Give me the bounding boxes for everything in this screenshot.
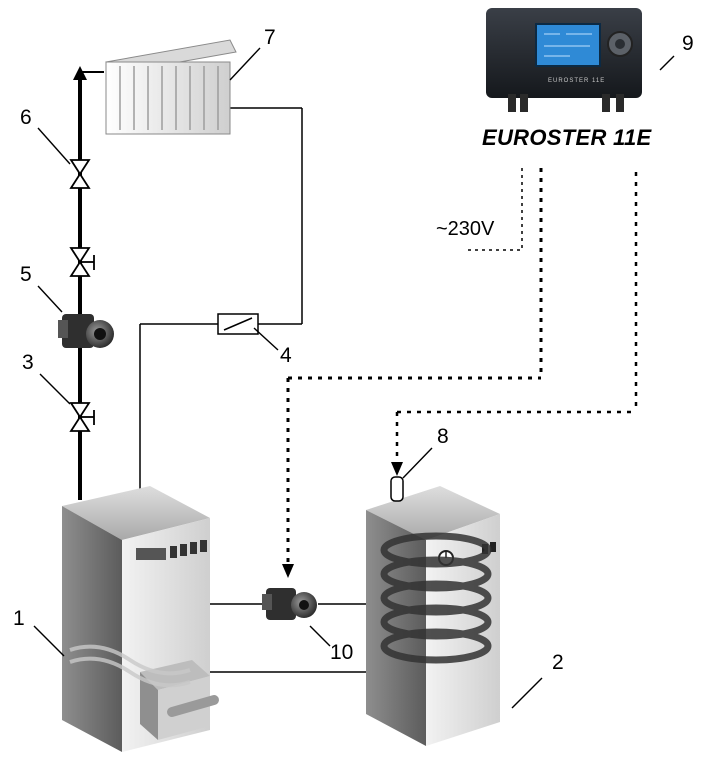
callout-pump-dhw: 10: [330, 641, 354, 664]
valve-icon: [69, 247, 95, 277]
callout-boiler: 1: [13, 607, 25, 630]
controller-brand-text: EUROSTER 11E: [548, 78, 606, 84]
callout-pump-circ: 5: [20, 263, 32, 286]
dhw-pump-icon: [262, 588, 317, 620]
callout-radiator: 7: [264, 26, 276, 49]
circulation-pump-icon: [58, 314, 114, 348]
signal-arrow-icon: [391, 462, 403, 476]
controller-device-icon: [486, 8, 642, 112]
valve-icon: [69, 159, 91, 189]
controller-name: EUROSTER 11E: [482, 125, 652, 150]
voltage-label: ~230V: [436, 218, 495, 240]
flow-arrow-icon: [73, 66, 87, 80]
control-wiring: [286, 168, 638, 568]
callout-sensor: 8: [437, 425, 449, 448]
callout-valve-upper: 6: [20, 106, 32, 129]
hot-water-tank-icon: [366, 486, 500, 746]
valve-icon: [69, 402, 95, 432]
callout-leaders: [33, 47, 675, 709]
callout-valve-lower: 3: [22, 351, 34, 374]
temperature-sensor-icon: [390, 476, 404, 502]
boiler-icon: [62, 486, 219, 752]
callout-mixing-valve: 4: [280, 344, 292, 367]
callout-tank: 2: [552, 651, 564, 674]
heating-coil: [380, 532, 492, 664]
signal-arrow-icon: [282, 564, 294, 578]
mixing-valve-icon: [217, 313, 259, 335]
callout-controller: 9: [682, 32, 694, 55]
radiator-icon: [105, 39, 237, 135]
